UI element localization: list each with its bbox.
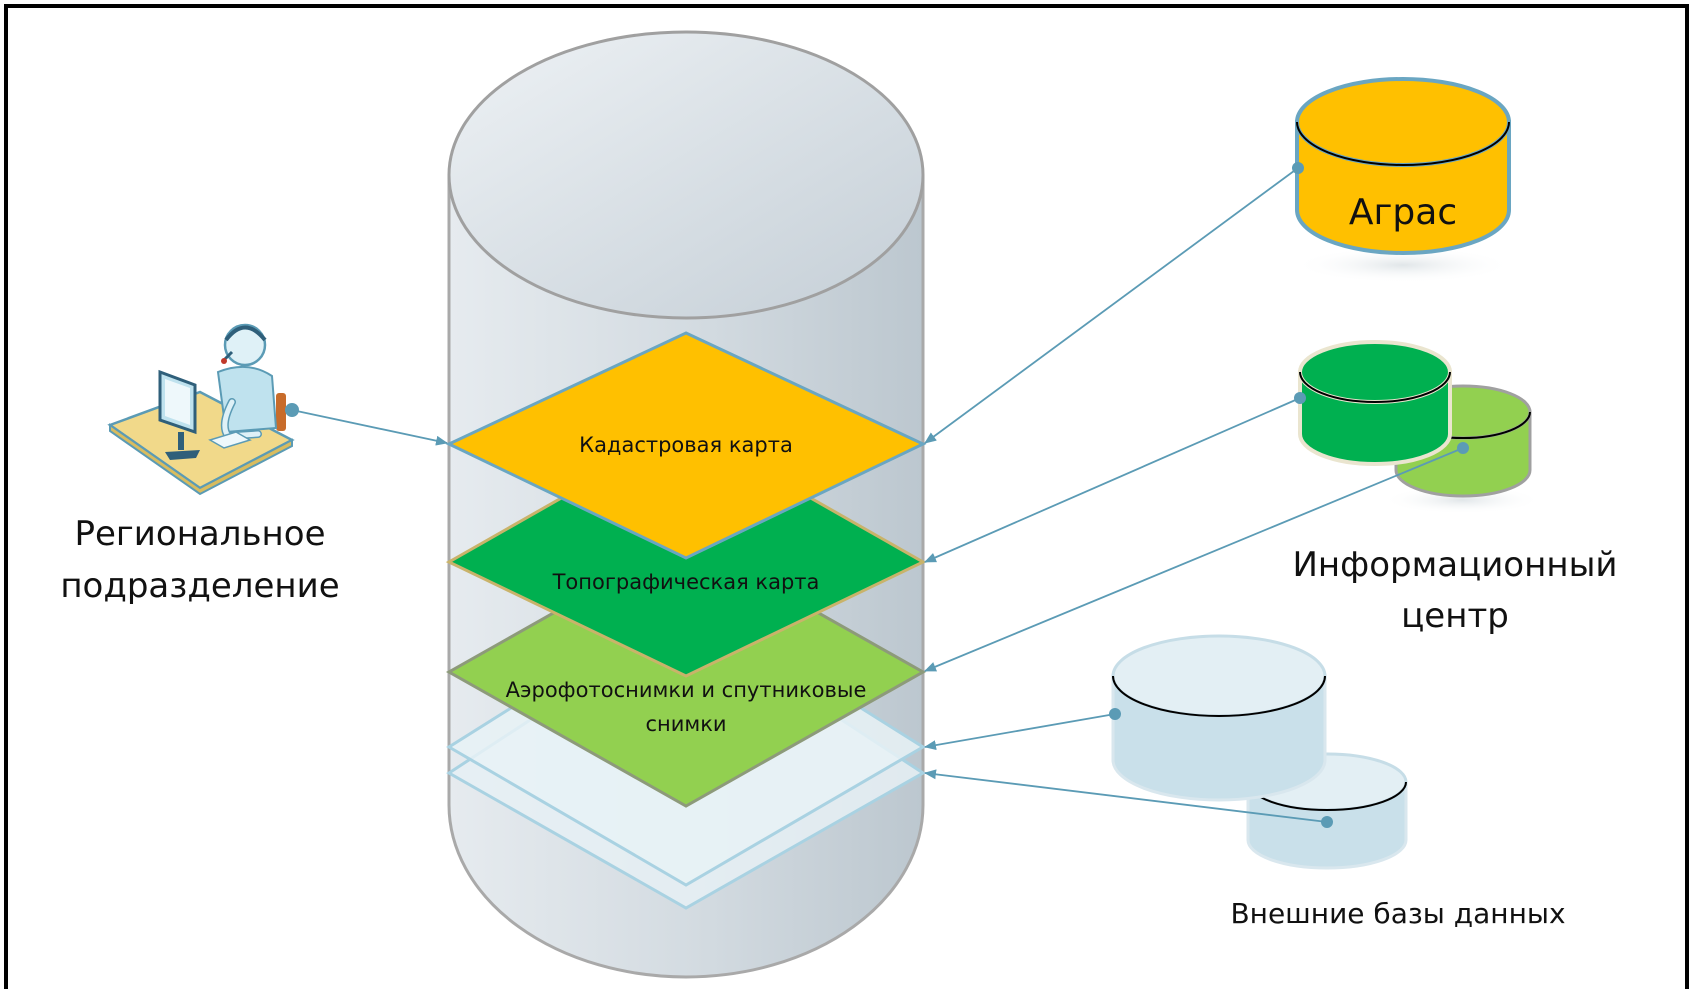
regional-unit-label-line1: Региональное bbox=[75, 514, 326, 554]
operator-workstation-icon bbox=[107, 323, 295, 496]
cadastral-map-label: Кадастровая карта bbox=[579, 433, 793, 457]
aerial-imagery-label-line1: Аэрофотоснимки и спутниковые bbox=[506, 678, 867, 702]
external-databases-label: Внешние базы данных bbox=[1230, 897, 1565, 930]
diagram-frame bbox=[4, 4, 1689, 989]
connector-info-light-to-aerial bbox=[924, 447, 1464, 672]
connector-external-small-to-layer bbox=[924, 769, 1328, 823]
agras-label: Аграс bbox=[1349, 192, 1457, 233]
topographic-map-label: Топографическая карта bbox=[552, 570, 820, 594]
info-center-label-line1: Информационный bbox=[1292, 545, 1617, 585]
info-center-label-line2: центр bbox=[1401, 596, 1509, 636]
layer-cadastral-map[interactable] bbox=[445, 331, 927, 560]
connector-info-dark-to-topographic bbox=[924, 397, 1301, 563]
connector-agras-to-cadastral bbox=[924, 167, 1299, 444]
regional-unit-label-line2: подразделение bbox=[60, 566, 339, 606]
aerial-imagery-label-line2: снимки bbox=[645, 712, 726, 736]
connectors bbox=[291, 167, 1464, 823]
info-center-database-icons[interactable] bbox=[1298, 340, 1542, 514]
connector-external-large-to-layer bbox=[924, 713, 1116, 751]
agras-database-icon[interactable] bbox=[1293, 77, 1513, 283]
external-database-icons[interactable] bbox=[1111, 634, 1408, 870]
connector-regional-to-cadastral bbox=[291, 409, 448, 446]
connector-endpoints bbox=[285, 162, 1469, 828]
